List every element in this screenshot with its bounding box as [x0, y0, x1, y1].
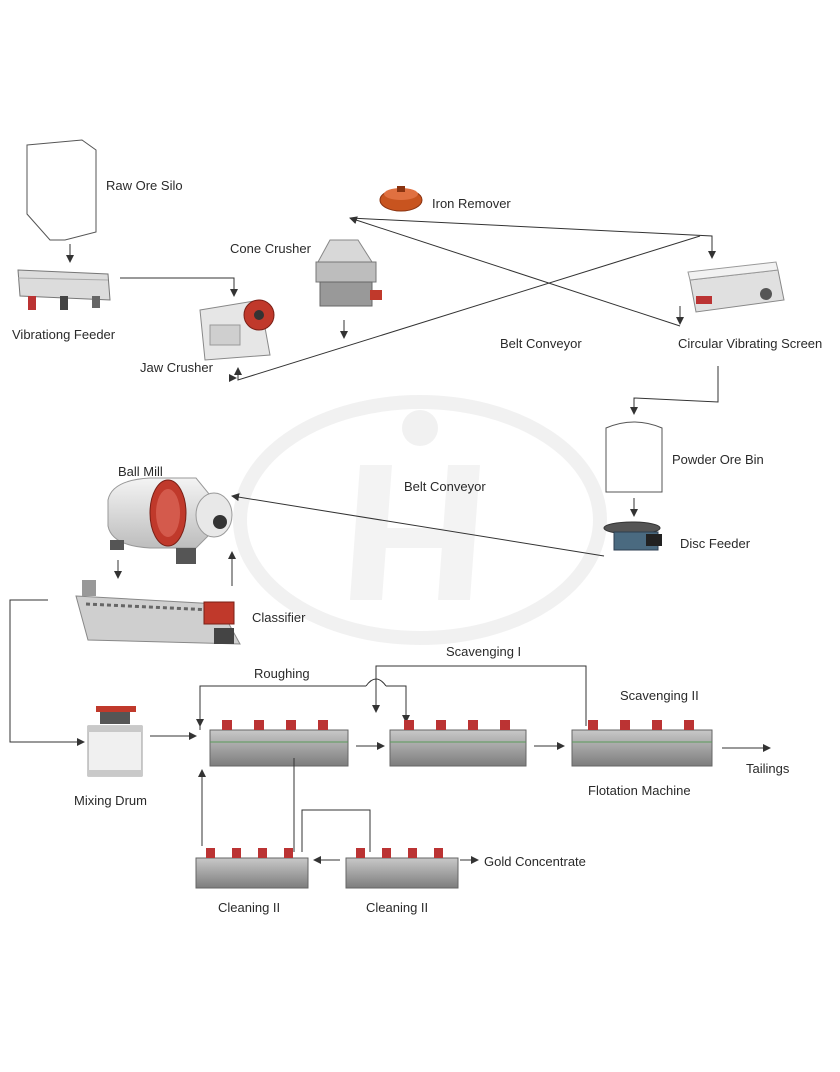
belt-conveyor-label-1: Belt Conveyor: [500, 336, 582, 351]
gold-concentrate-label: Gold Concentrate: [484, 854, 586, 869]
tailings-label: Tailings: [746, 761, 790, 776]
vibrating-feeder: [17, 269, 111, 310]
mixing-drum-label: Mixing Drum: [74, 793, 147, 808]
mixing-drum: [87, 706, 143, 777]
cleaning-right-label: Cleaning II: [366, 900, 428, 915]
ball-mill: [107, 477, 233, 564]
jaw-crusher: [199, 299, 275, 361]
iron-remover: [379, 186, 423, 212]
roughing-label: Roughing: [254, 666, 310, 681]
disc-feeder: [603, 521, 662, 551]
line-screen-to-jaw: [234, 235, 701, 381]
flotation-cell-cleaning-right: [345, 848, 459, 889]
flotation-cell-roughing: [209, 720, 349, 767]
scavenging-1-label: Scavenging I: [446, 644, 521, 659]
arrow-feeder-to-jaw: [120, 277, 238, 297]
powder-ore-bin: [605, 421, 663, 493]
classifier: [75, 580, 241, 645]
arrow-screen-to-bin: [630, 366, 719, 415]
raw-ore-silo: [26, 139, 97, 241]
classifier-label: Classifier: [252, 610, 306, 625]
flotation-cell-scavenging-2: [571, 720, 713, 767]
scavenging-2-label: Scavenging II: [620, 688, 699, 703]
powder-ore-bin-label: Powder Ore Bin: [672, 452, 764, 467]
circular-vibrating-screen-label: Circular Vibrating Screen: [678, 336, 822, 351]
circular-vibrating-screen: [687, 261, 785, 313]
line-classifier-to-mixing-drum: [9, 599, 85, 746]
jaw-crusher-label: Jaw Crusher: [140, 360, 214, 375]
line-disc-to-mill: [231, 493, 605, 557]
line-scavenging-1-return: [375, 665, 587, 726]
line-cone-to-screen: [349, 217, 716, 259]
vibrating-feeder-label: Vibrationg Feeder: [12, 327, 116, 342]
watermark-logo: [233, 395, 607, 645]
line-screen-return: [349, 216, 681, 327]
line-cleaning-loop: [301, 809, 371, 852]
ball-mill-label: Ball Mill: [118, 464, 163, 479]
cone-crusher-label: Cone Crusher: [230, 241, 312, 256]
flotation-cell-scavenging-1: [389, 720, 527, 767]
cleaning-left-label: Cleaning II: [218, 900, 280, 915]
flotation-machine-label: Flotation Machine: [588, 783, 691, 798]
line-roughing-to-scavenging: [386, 685, 410, 723]
cone-crusher: [315, 239, 382, 307]
disc-feeder-label: Disc Feeder: [680, 536, 751, 551]
raw-ore-silo-label: Raw Ore Silo: [106, 178, 183, 193]
flotation-cell-cleaning-left: [195, 848, 309, 889]
belt-conveyor-label-2: Belt Conveyor: [404, 479, 486, 494]
iron-remover-label: Iron Remover: [432, 196, 511, 211]
